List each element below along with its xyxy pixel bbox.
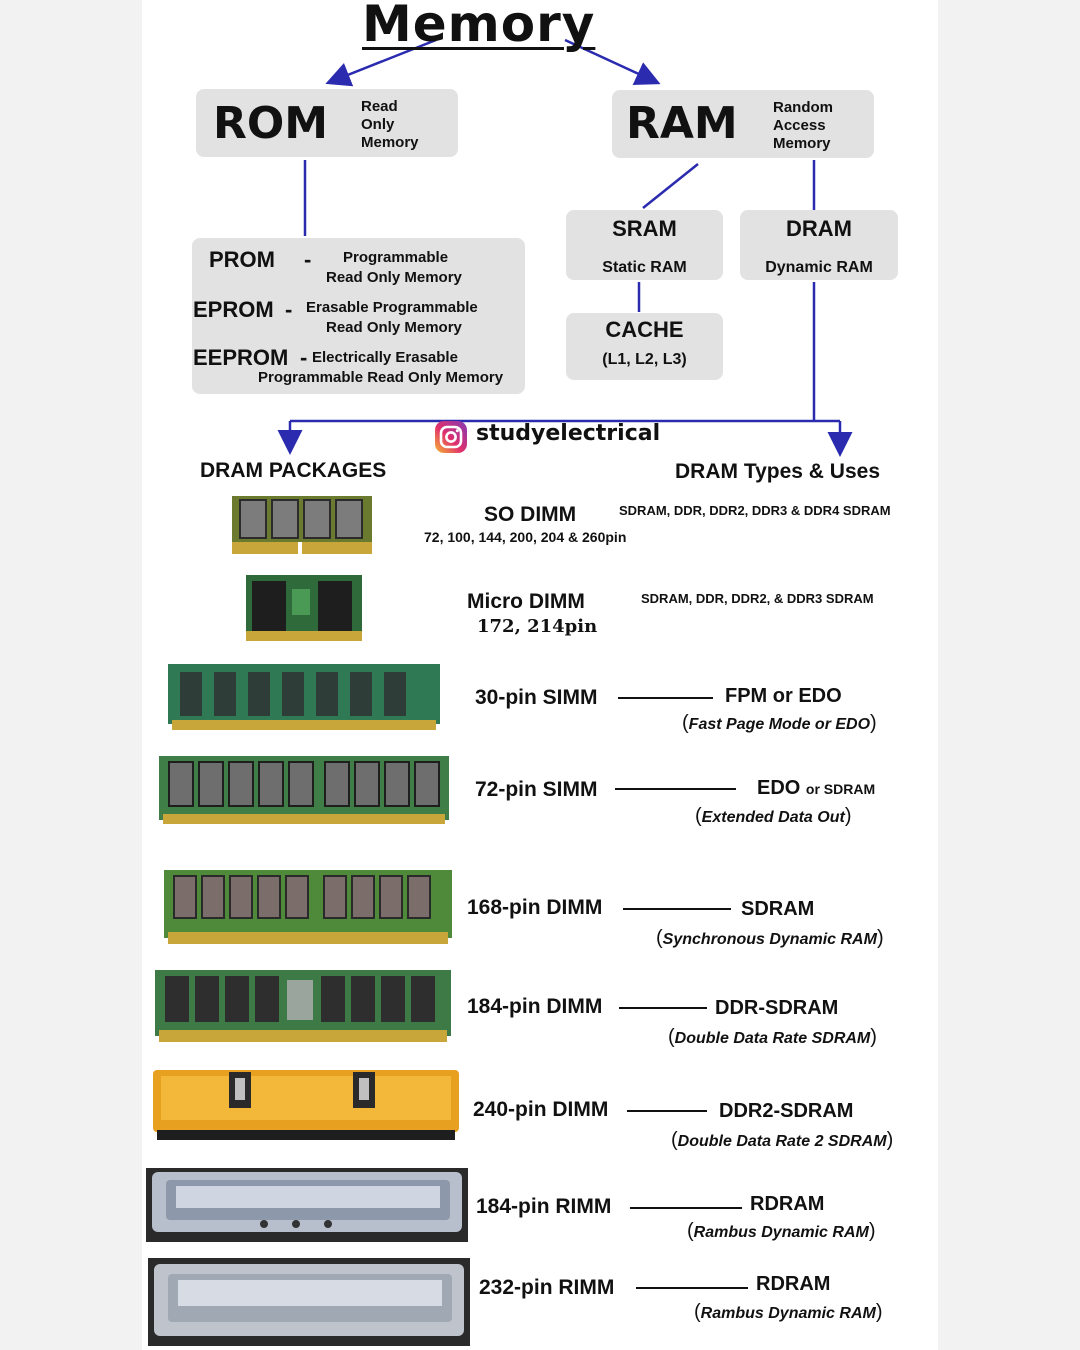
dimm-240-image <box>153 1070 459 1140</box>
dimm-168-image <box>164 870 452 944</box>
prom-sep: - <box>304 247 312 272</box>
cache-desc: (L1, L2, L3) <box>602 351 687 368</box>
page-title: Memory <box>362 0 596 53</box>
simm-72-image <box>159 756 449 824</box>
package-name-184-dimm: 184-pin DIMM <box>467 995 603 1018</box>
dram-box: DRAM Dynamic RAM <box>740 210 898 280</box>
line-ram-sram <box>642 163 699 209</box>
connector-168-dimm <box>623 908 731 910</box>
dram-label: DRAM <box>786 216 852 241</box>
package-types-micro-dimm: SDRAM, DDR, DDR2, & DDR3 SDRAM <box>641 591 874 606</box>
connector-232-rimm <box>636 1287 748 1289</box>
instagram-icon <box>435 421 467 453</box>
micro-dimm-image <box>246 575 362 641</box>
brand-handle: studyelectrical <box>476 421 661 446</box>
type-232-rimm: RDRAM <box>756 1273 831 1295</box>
connector-184-rimm <box>630 1207 742 1209</box>
package-name-30-simm: 30-pin SIMM <box>475 686 598 709</box>
rimm-232-image <box>148 1258 470 1346</box>
rimm-184-image <box>146 1168 468 1242</box>
connector-72-simm <box>615 788 736 790</box>
type-72-simm: EDO or SDRAM <box>757 777 876 799</box>
package-name-168-dimm: 168-pin DIMM <box>467 896 603 919</box>
full-184-rimm: (Rambus Dynamic RAM) <box>687 1220 876 1242</box>
connector-240-dimm <box>627 1110 707 1112</box>
rom-label: ROM <box>213 98 329 149</box>
package-name-72-simm: 72-pin SIMM <box>475 778 598 801</box>
dimm-184-image <box>155 970 451 1042</box>
full-30-simm: (Fast Page Mode or EDO) <box>682 712 877 734</box>
arrow-to-ram <box>564 38 661 85</box>
simm-30-image <box>168 664 440 730</box>
eeprom-sep: - <box>300 345 308 370</box>
connector-30-simm <box>618 697 713 699</box>
package-name-240-dimm: 240-pin DIMM <box>473 1098 609 1121</box>
so-dimm-image <box>232 496 372 556</box>
connector-184-dimm <box>619 1007 707 1009</box>
eeprom-label: EEPROM <box>193 345 289 370</box>
section-packages: DRAM PACKAGES <box>200 459 387 482</box>
package-name-micro-dimm: Micro DIMM <box>467 590 585 613</box>
eprom-label: EPROM <box>193 297 274 322</box>
full-184-dimm: (Double Data Rate SDRAM) <box>668 1026 877 1048</box>
cache-label: CACHE <box>605 317 684 342</box>
full-232-rimm: (Rambus Dynamic RAM) <box>694 1301 883 1323</box>
full-240-dimm: (Double Data Rate 2 SDRAM) <box>671 1129 894 1151</box>
dram-desc: Dynamic RAM <box>765 259 873 276</box>
type-240-dimm: DDR2-SDRAM <box>719 1100 854 1122</box>
type-184-dimm: DDR-SDRAM <box>715 997 839 1019</box>
package-pins-so-dimm: 72, 100, 144, 200, 204 & 260pin <box>424 529 627 545</box>
package-types-so-dimm: SDRAM, DDR, DDR2, DDR3 & DDR4 SDRAM <box>619 503 891 518</box>
full-72-simm: (Extended Data Out) <box>695 805 852 827</box>
sram-desc: Static RAM <box>602 259 687 276</box>
sram-label: SRAM <box>612 216 677 241</box>
eprom-sep: - <box>285 297 293 322</box>
prom-label: PROM <box>209 247 275 272</box>
section-types: DRAM Types & Uses <box>675 460 880 483</box>
full-168-dimm: (Synchronous Dynamic RAM) <box>656 927 884 949</box>
cache-box: CACHE (L1, L2, L3) <box>566 313 723 380</box>
type-184-rimm: RDRAM <box>750 1193 825 1215</box>
arrow-to-rom <box>325 38 437 87</box>
package-name-so-dimm: SO DIMM <box>484 503 577 526</box>
package-pins-micro-dimm: 172, 214pin <box>477 616 598 637</box>
ram-label: RAM <box>626 98 738 149</box>
type-168-dimm: SDRAM <box>741 898 815 920</box>
package-name-232-rimm: 232-pin RIMM <box>479 1276 615 1299</box>
package-name-184-rimm: 184-pin RIMM <box>476 1195 612 1218</box>
type-30-simm: FPM or EDO <box>725 685 842 707</box>
sram-box: SRAM Static RAM <box>566 210 723 280</box>
